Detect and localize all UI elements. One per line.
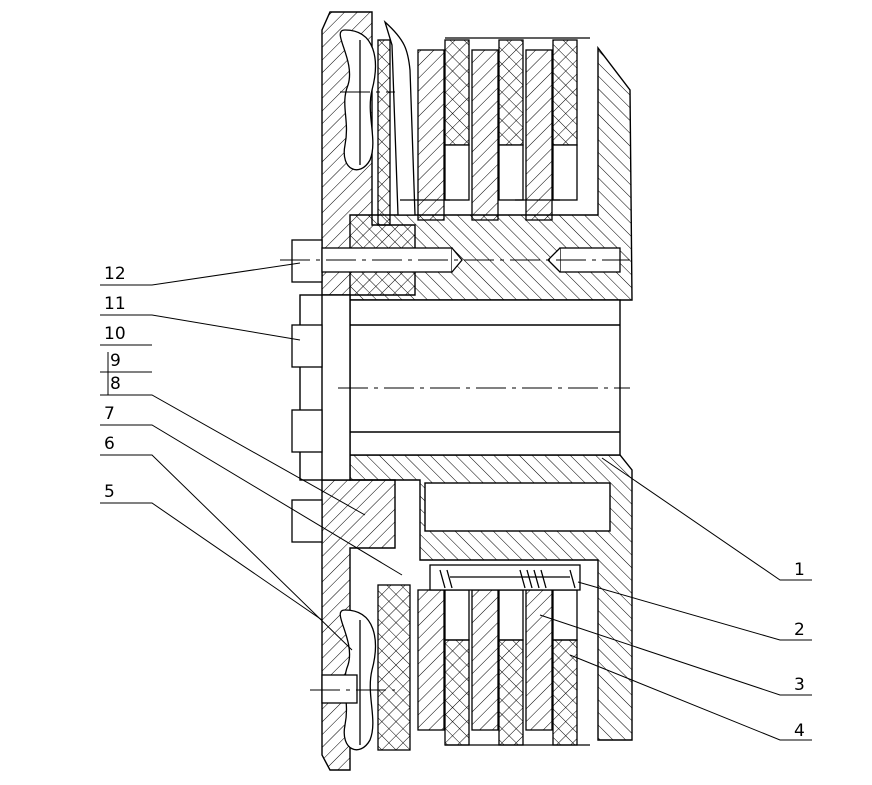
label-5: 5	[104, 482, 115, 502]
screw-10	[291, 409, 323, 453]
lower-diaphragm	[339, 609, 377, 751]
upper-pressure-plate	[383, 19, 416, 216]
upper-friction-strip	[377, 39, 391, 226]
shaft-bore	[349, 299, 621, 456]
upper-diaphragm	[339, 29, 377, 171]
spring-row	[429, 564, 581, 591]
left-leaders	[100, 262, 403, 651]
lower-recess	[424, 482, 611, 532]
lower-disc-pack	[417, 589, 590, 746]
label-3: 3	[794, 675, 805, 695]
label-8: 8	[110, 374, 121, 394]
label-1: 1	[794, 560, 805, 580]
centerlines	[280, 91, 630, 691]
lower-threaded-pin	[321, 674, 358, 704]
label-11: 11	[104, 294, 126, 314]
label-2: 2	[794, 620, 805, 640]
label-7: 7	[104, 404, 115, 424]
label-10: 10	[104, 324, 126, 344]
label-6: 6	[104, 434, 115, 454]
diaphragm-assembly	[339, 19, 416, 751]
screw-11	[291, 324, 323, 368]
bolt-head-12	[291, 239, 323, 283]
label-4: 4	[794, 721, 805, 741]
lower-friction-strip	[377, 584, 411, 751]
label-9: 9	[110, 351, 121, 371]
upper-disc-pack	[400, 37, 590, 221]
hub-body	[349, 45, 633, 741]
label-12: 12	[104, 264, 126, 284]
screw-lower	[291, 499, 323, 543]
right-leaders	[539, 457, 812, 741]
